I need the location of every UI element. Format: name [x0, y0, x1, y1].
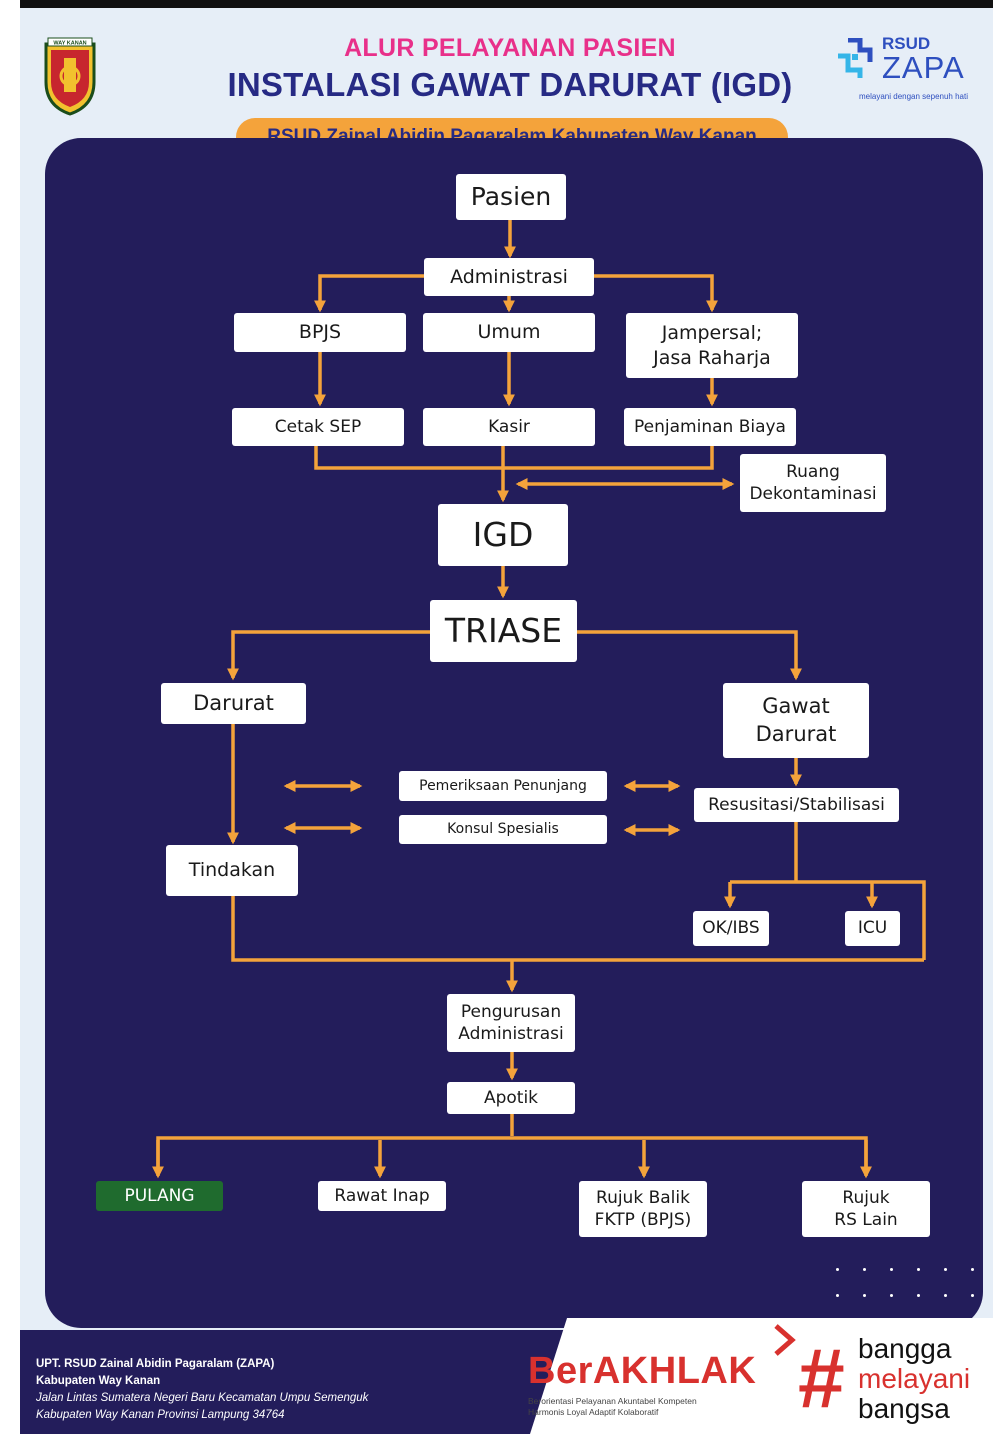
box-cetak-sep: Cetak SEP — [232, 408, 404, 446]
box-igd: IGD — [438, 504, 568, 566]
box-rujuk-balik: Rujuk Balik FKTP (BPJS) — [579, 1181, 707, 1237]
box-tindakan: Tindakan — [166, 845, 298, 896]
bangga-word: bangga — [858, 1333, 952, 1364]
box-icu: ICU — [845, 911, 900, 946]
brand-tagline: melayani dengan sepenuh hati — [859, 92, 968, 101]
rujuk-label: Rujuk — [842, 1187, 890, 1208]
box-pengurusan-administrasi: Pengurusan Administrasi — [447, 994, 575, 1052]
emblem-label: WAY KANAN — [53, 41, 86, 47]
footer-line-2: Kabupaten Way Kanan — [36, 1375, 161, 1387]
berakhlak-logo: BerAKHLAK — [528, 1350, 757, 1392]
arrow-admin-bpjs — [314, 274, 424, 313]
box-jampersal: Jampersal; Jasa Raharja — [626, 313, 798, 378]
bangsa-word: bangsa — [858, 1393, 950, 1424]
box-apotik: Apotik — [447, 1082, 575, 1114]
jampersal-label: Jampersal; — [661, 321, 763, 344]
left-margin — [0, 0, 20, 1434]
line-merge — [314, 446, 714, 470]
box-administrasi: Administrasi — [424, 258, 594, 296]
title-line-2: INSTALASI GAWAT DARURAT (IGD) — [227, 66, 793, 103]
title-line-1: ALUR PELAYANAN PASIEN — [344, 34, 676, 62]
line-outcomes — [156, 1136, 868, 1174]
box-rawat-inap: Rawat Inap — [318, 1181, 446, 1211]
footer-line-1: UPT. RSUD Zainal Abidin Pagaralam (ZAPA) — [36, 1358, 275, 1370]
footer-white-panel — [530, 1318, 993, 1434]
box-umum: Umum — [423, 313, 595, 352]
box-gawat-darurat: Gawat Darurat — [723, 683, 869, 758]
gawat-darurat-label: Darurat — [755, 721, 837, 746]
line-right-loop — [730, 880, 926, 960]
decorative-dots — [836, 1264, 976, 1304]
zapa-cross-icon — [838, 38, 873, 78]
berakhlak-subtitle: Berorientasi Pelayanan Akuntabel Kompete… — [528, 1396, 697, 1418]
dekontaminasi-label: Dekontaminasi — [749, 484, 877, 504]
jasa-raharja-label: Jasa Raharja — [653, 346, 771, 369]
box-triase: TRIASE — [430, 600, 577, 662]
brand-rsud: RSUD — [882, 34, 931, 53]
fktp-label: FKTP (BPJS) — [594, 1210, 692, 1230]
box-pasien: Pasien — [456, 174, 566, 220]
arrow-triase-gawat — [577, 630, 802, 681]
brand-zapa: ZAPA — [882, 50, 965, 85]
arrow-triase-darurat — [227, 630, 430, 681]
gawat-label: Gawat — [762, 694, 830, 719]
berakhlak-sub-2: Harmonis Loyal Adaptif Kolaboratif — [528, 1407, 659, 1418]
line-bottom-merge — [231, 896, 924, 962]
box-konsul-spesialis: Konsul Spesialis — [399, 815, 607, 844]
pengurusan-admin-label: Administrasi — [458, 1024, 564, 1044]
box-resusitasi: Resusitasi/Stabilisasi — [694, 788, 899, 822]
box-darurat: Darurat — [161, 683, 306, 724]
box-bpjs: BPJS — [234, 313, 406, 352]
box-ruang-dekontaminasi: Ruang Dekontaminasi — [740, 454, 886, 512]
footer-line-4: Kabupaten Way Kanan Provinsi Lampung 347… — [36, 1409, 285, 1421]
chevron-right-icon — [774, 1324, 796, 1356]
box-kasir: Kasir — [423, 408, 595, 446]
footer-line-3: Jalan Lintas Sumatera Negeri Baru Kecama… — [36, 1392, 369, 1404]
bangga-melayani-bangsa: bangga melayani bangsa — [858, 1334, 970, 1424]
ruang-label: Ruang — [786, 461, 840, 482]
box-rujuk-rs-lain: Rujuk RS Lain — [802, 1181, 930, 1237]
rs-lain-label: RS Lain — [834, 1210, 898, 1230]
hashtag-icon: # — [798, 1331, 845, 1425]
box-ok-ibs: OK/IBS — [693, 911, 769, 946]
rsud-zapa-logo: RSUD ZAPA melayani dengan sepenuh hati — [828, 34, 968, 104]
box-pemeriksaan-penunjang: Pemeriksaan Penunjang — [399, 771, 607, 801]
pengurusan-label: Pengurusan — [460, 1001, 562, 1022]
top-border — [20, 0, 993, 8]
box-pulang: PULANG — [96, 1181, 223, 1211]
arrow-admin-jampersal — [594, 274, 718, 313]
berakhlak-sub-1: Berorientasi Pelayanan Akuntabel Kompete… — [528, 1396, 697, 1406]
melayani-word: melayani — [858, 1363, 971, 1394]
box-penjaminan: Penjaminan Biaya — [624, 408, 796, 446]
way-kanan-emblem-icon: WAY KANAN — [44, 37, 96, 116]
rujuk-balik-label: Rujuk Balik — [596, 1187, 690, 1208]
